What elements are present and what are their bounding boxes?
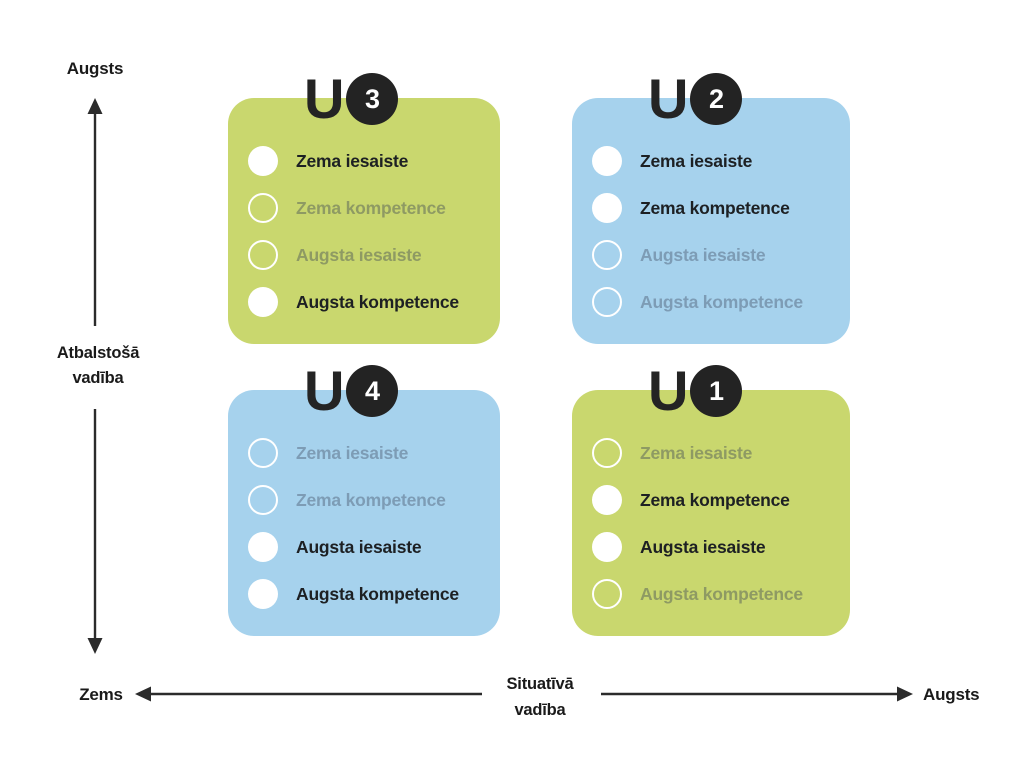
option-list: Zema iesaiste Zema kompetence Augsta ies… [248,146,459,317]
quadrant-badge-u4: U 4 [304,359,399,422]
option-augsta-iesaiste: Augsta iesaiste [248,240,459,270]
option-zema-kompetence: Zema kompetence [248,193,459,223]
x-axis-title-line1: Situatīvā [506,675,574,693]
option-zema-kompetence: Zema kompetence [248,485,459,515]
option-label: Zema kompetence [640,489,790,510]
option-zema-kompetence: Zema kompetence [592,485,803,515]
option-zema-iesaiste: Zema iesaiste [248,146,459,176]
option-list: Zema iesaiste Zema kompetence Augsta ies… [592,438,803,609]
checkbox-circle-icon [592,287,622,317]
y-axis-title: Atbalstošā vadība [28,341,168,391]
vertical-axis-arrow [87,98,103,654]
arrow-down-icon [87,638,103,654]
badge-letter: U [648,67,688,130]
option-zema-iesaiste: Zema iesaiste [592,438,803,468]
arrow-right-icon [897,686,913,702]
checkbox-circle-icon [592,438,622,468]
option-augsta-kompetence: Augsta kompetence [592,287,803,317]
checkbox-circle-icon [592,240,622,270]
badge-number-circle: 3 [346,73,399,125]
y-axis-title-line2: vadība [72,369,124,387]
badge-letter: U [648,359,688,422]
checkbox-circle-icon [592,532,622,562]
option-label: Augsta iesaiste [296,244,422,265]
option-augsta-iesaiste: Augsta iesaiste [592,532,803,562]
quadrant-card-u4: U 4 Zema iesaiste Zema kompetence Augsta… [228,363,500,636]
option-augsta-kompetence: Augsta kompetence [248,287,459,317]
checkbox-circle-icon [248,485,278,515]
arrow-left-icon [135,686,151,702]
option-augsta-iesaiste: Augsta iesaiste [248,532,459,562]
option-label: Zema kompetence [296,489,446,510]
option-zema-kompetence: Zema kompetence [592,193,803,223]
option-label: Augsta kompetence [296,583,459,604]
horizontal-axis-arrow [135,686,913,702]
checkbox-circle-icon [248,240,278,270]
checkbox-circle-icon [592,193,622,223]
checkbox-circle-icon [248,193,278,223]
option-augsta-kompetence: Augsta kompetence [592,579,803,609]
badge-number-circle: 4 [346,365,399,417]
quadrant-badge-u2: U 2 [648,67,743,130]
checkbox-circle-icon [248,579,278,609]
option-label: Zema iesaiste [296,150,409,171]
option-label: Augsta kompetence [640,583,803,604]
x-axis-high-label: Augsts [923,685,980,704]
x-axis-title: Situatīvā vadība [478,671,602,723]
checkbox-circle-icon [248,287,278,317]
quadrant-card-u2: U 2 Zema iesaiste Zema kompetence Augsta… [572,71,850,344]
y-axis-high-label: Augsts [66,59,124,78]
option-label: Zema iesaiste [640,150,753,171]
checkbox-circle-icon [592,485,622,515]
option-augsta-iesaiste: Augsta iesaiste [592,240,803,270]
quadrant-card-u3: U 3 Zema iesaiste Zema kompetence Augsta… [228,71,500,344]
checkbox-circle-icon [248,438,278,468]
x-axis-title-line2: vadība [514,701,566,719]
badge-letter: U [304,359,344,422]
option-label: Zema kompetence [296,197,446,218]
option-augsta-kompetence: Augsta kompetence [248,579,459,609]
badge-number-circle: 1 [690,365,743,417]
y-axis-title-line1: Atbalstošā [56,344,140,362]
checkbox-circle-icon [248,532,278,562]
option-label: Augsta iesaiste [296,536,422,557]
option-label: Augsta kompetence [296,291,459,312]
checkbox-circle-icon [592,579,622,609]
option-label: Zema kompetence [640,197,790,218]
checkbox-circle-icon [248,146,278,176]
option-label: Zema iesaiste [640,442,753,463]
option-label: Augsta kompetence [640,291,803,312]
quadrant-card-u1: U 1 Zema iesaiste Zema kompetence Augsta… [572,363,850,636]
option-zema-iesaiste: Zema iesaiste [592,146,803,176]
quadrant-badge-u1: U 1 [648,359,743,422]
option-label: Augsta iesaiste [640,536,766,557]
option-label: Augsta iesaiste [640,244,766,265]
axis-low-label: Zems [79,685,123,704]
badge-number-circle: 2 [690,73,743,125]
badge-letter: U [304,67,344,130]
option-zema-iesaiste: Zema iesaiste [248,438,459,468]
option-label: Zema iesaiste [296,442,409,463]
arrow-up-icon [87,98,103,114]
quadrant-badge-u3: U 3 [304,67,399,130]
option-list: Zema iesaiste Zema kompetence Augsta ies… [592,146,803,317]
option-list: Zema iesaiste Zema kompetence Augsta ies… [248,438,459,609]
checkbox-circle-icon [592,146,622,176]
